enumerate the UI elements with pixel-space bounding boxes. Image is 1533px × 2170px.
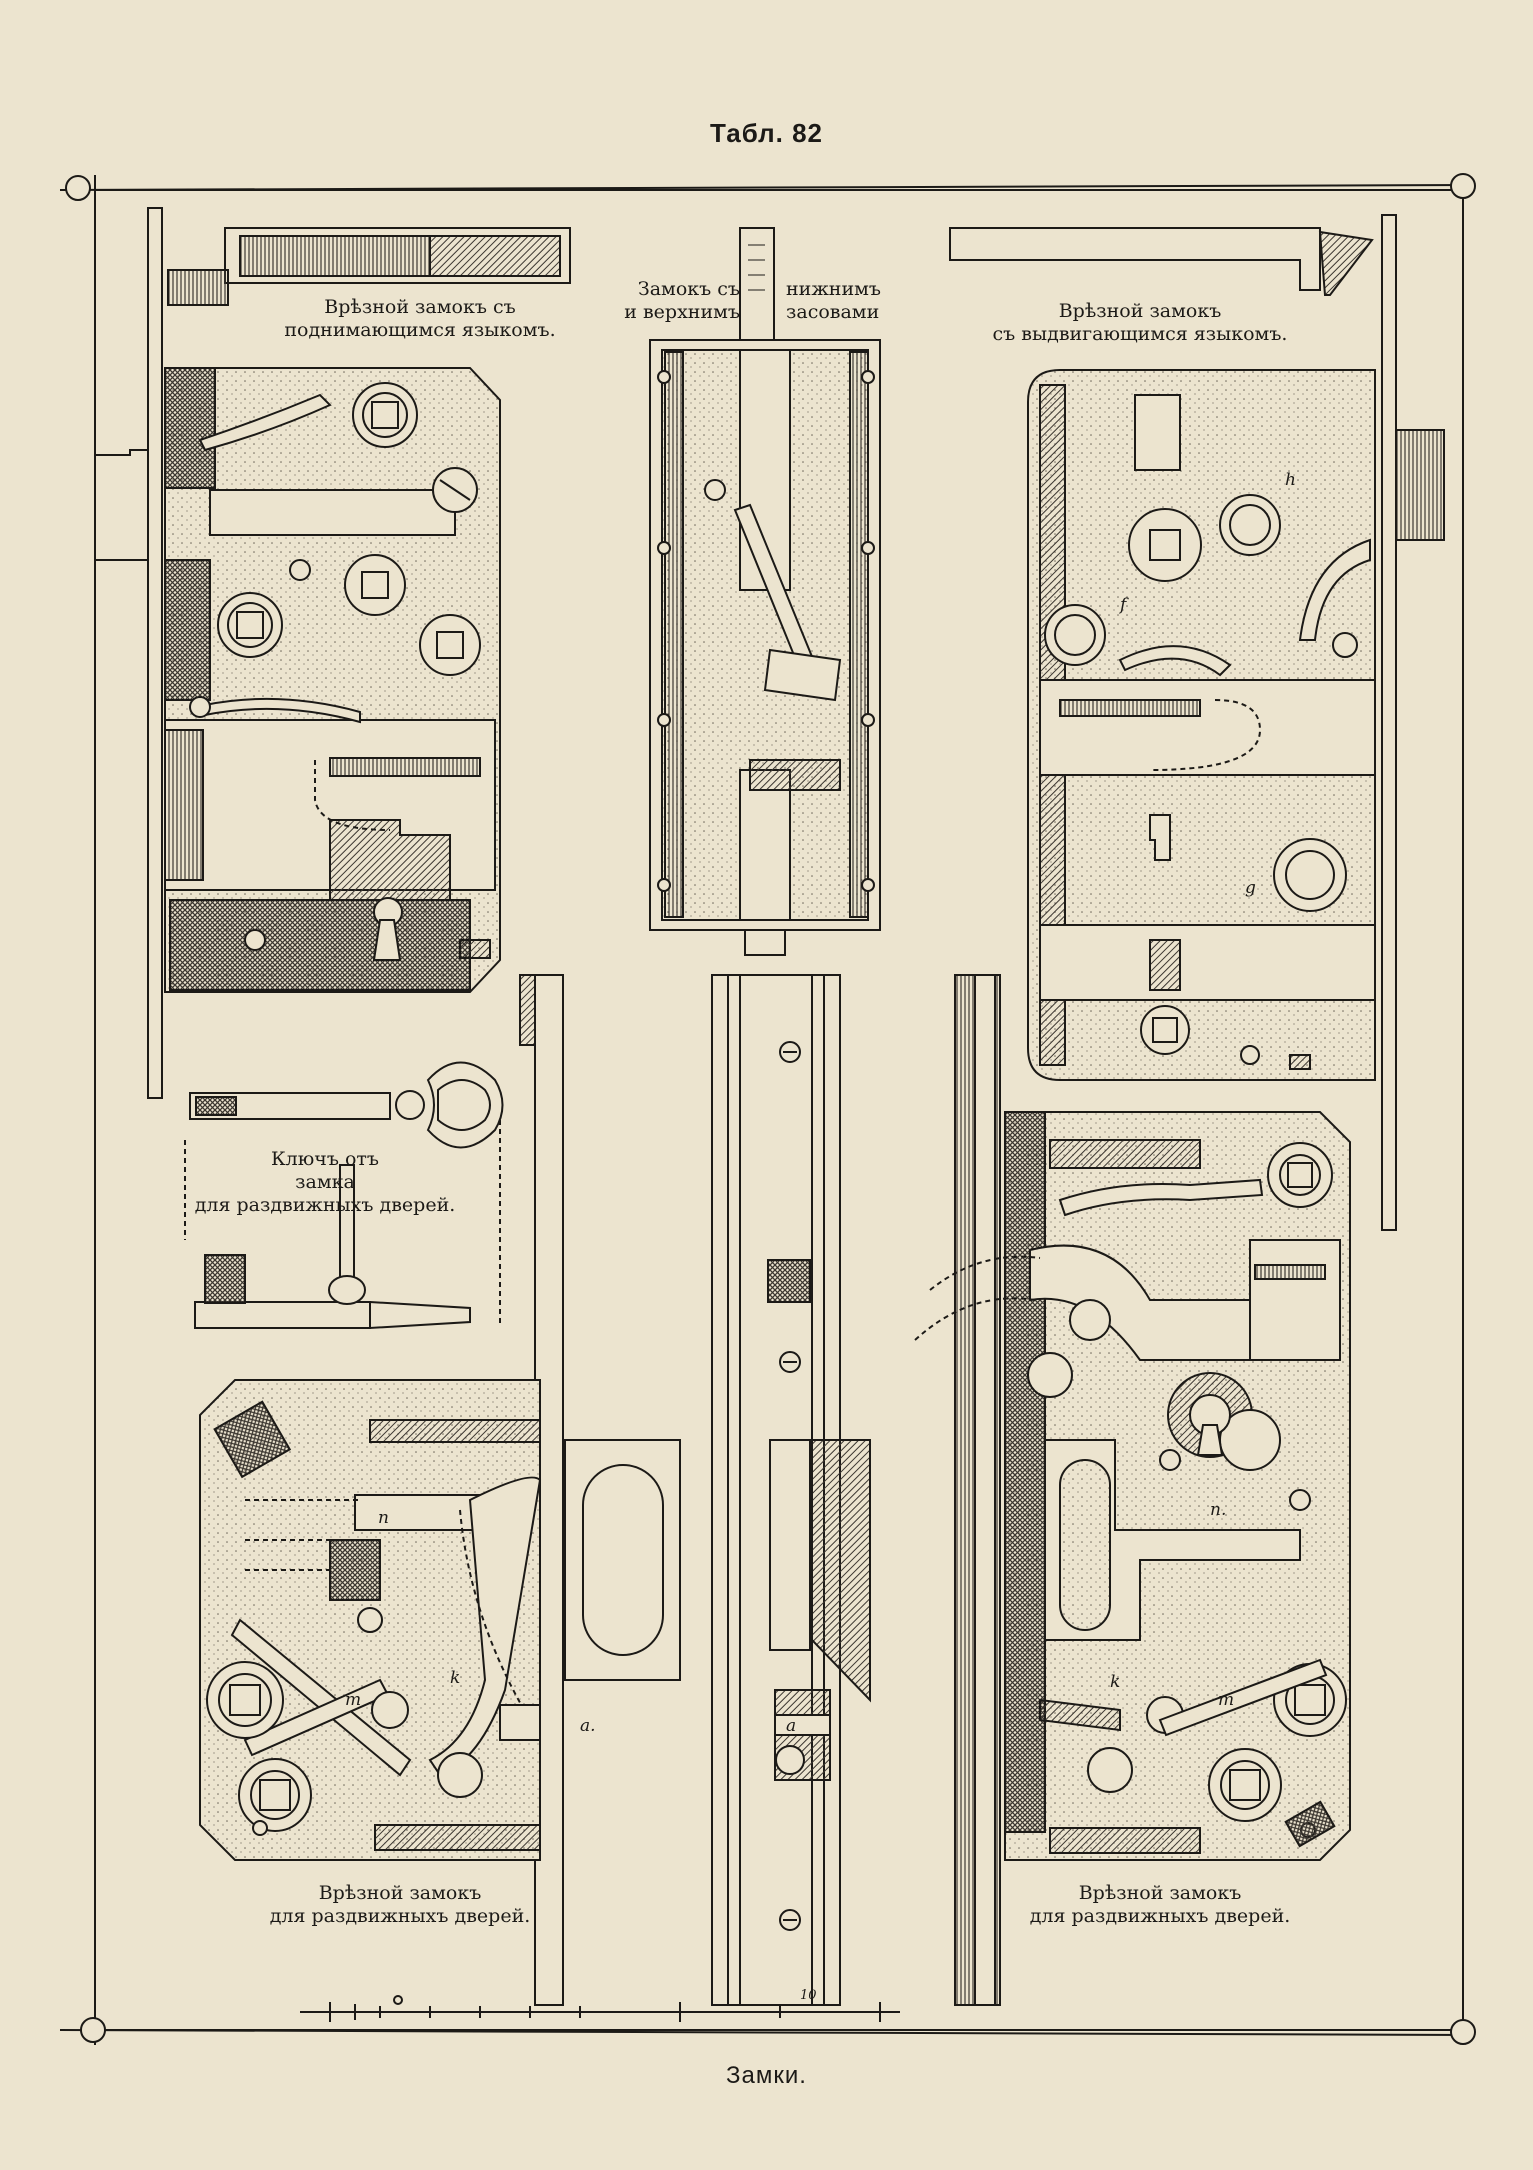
sliding-latch-lock-drawing bbox=[949, 214, 1445, 1231]
top-bottom-bolts-lock-drawing bbox=[649, 227, 881, 956]
sliding-door-key-drawing bbox=[184, 1061, 504, 1330]
sliding-door-lock-right-drawing bbox=[914, 974, 1351, 2006]
caption-key: Ключъ отъ замка для раздвижныхъ дверей. bbox=[194, 1148, 456, 1216]
label-h: h bbox=[1285, 470, 1296, 490]
label-a-left: a. bbox=[580, 1716, 596, 1736]
lifting-latch-lock-drawing bbox=[94, 207, 571, 1099]
label-g: g bbox=[1245, 878, 1256, 898]
plate-footer: Замки. bbox=[726, 2062, 807, 2089]
label-m-left: m bbox=[345, 1690, 362, 1710]
caption-top-bottom-bolts-left: Замокъ съ и верхнимъ bbox=[624, 278, 740, 323]
label-k-left: k bbox=[450, 1668, 461, 1688]
caption-sliding-door-lock-left: Врѣзной замокъ для раздвижныхъ дверей. bbox=[269, 1882, 531, 1927]
label-f: f bbox=[1120, 595, 1127, 615]
label-m-right: m bbox=[1218, 1690, 1235, 1710]
long-faceplate-drawing bbox=[711, 974, 871, 2006]
caption-top-bottom-bolts-right: нижнимъ засовами bbox=[786, 278, 881, 323]
caption-lifting-latch-lock: Врѣзной замокъ съ поднимающимся языкомъ. bbox=[284, 296, 556, 341]
label-n-left: n bbox=[378, 1508, 389, 1528]
label-a-center: a bbox=[786, 1716, 797, 1736]
scale-mark-label: 10 bbox=[800, 1988, 817, 2003]
caption-sliding-door-lock-right: Врѣзной замокъ для раздвижныхъ дверей. bbox=[1029, 1882, 1291, 1927]
label-k-right: k bbox=[1110, 1672, 1121, 1692]
label-n-right: n. bbox=[1210, 1500, 1227, 1520]
plate-title: Табл. 82 bbox=[710, 118, 823, 148]
sliding-door-lock-left-drawing bbox=[199, 974, 681, 2006]
scale-bar bbox=[300, 1995, 900, 2022]
caption-sliding-latch-lock: Врѣзной замокъ съ выдвигающимся языкомъ. bbox=[992, 300, 1288, 345]
